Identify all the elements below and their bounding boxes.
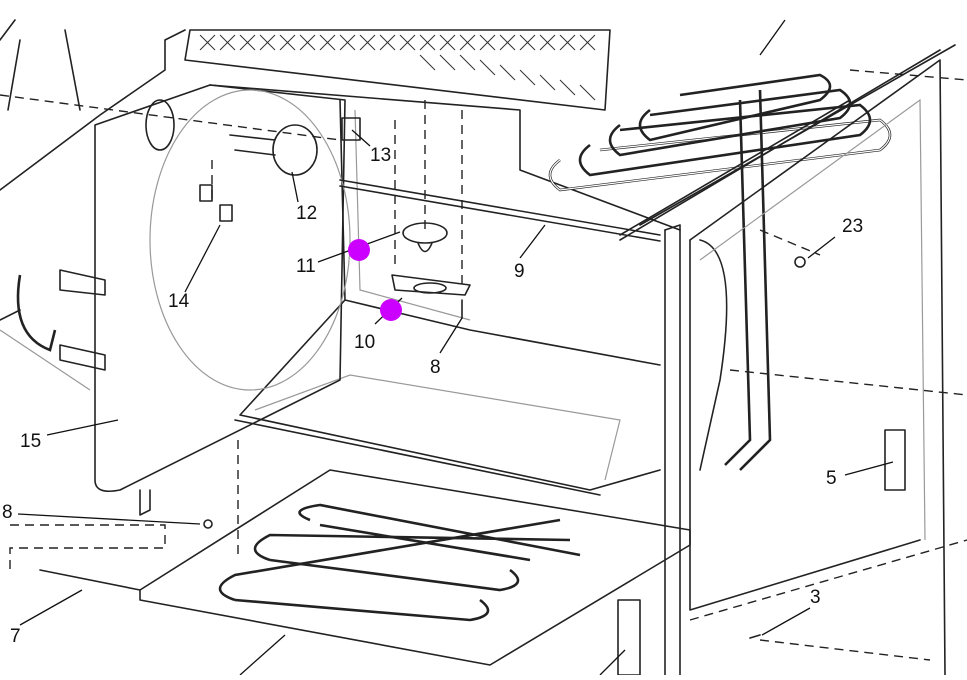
callout-9: 9	[514, 261, 525, 282]
callout-10: 10	[354, 332, 376, 353]
bake-element	[39, 469, 691, 666]
marker-part-10[interactable]	[380, 299, 402, 321]
cabinet-outer-left	[0, 19, 186, 391]
callout-3: 3	[810, 587, 821, 608]
top-insulation-block	[184, 29, 611, 111]
right-heater-tube	[699, 89, 772, 471]
broil-element	[339, 44, 956, 242]
callout-7: 7	[10, 626, 21, 647]
callout-8-upper: 8	[430, 357, 441, 378]
leader-lines	[17, 19, 894, 676]
callout-23: 23	[842, 216, 864, 237]
oven-cavity-back	[209, 84, 681, 496]
callout-8-lower: 8	[2, 502, 13, 523]
dashed-lines	[0, 69, 967, 661]
front-frame-right	[617, 59, 946, 676]
marker-part-11[interactable]	[348, 239, 370, 261]
callout-5: 5	[826, 468, 837, 489]
left-side-panel	[94, 84, 351, 516]
callout-15: 15	[20, 431, 42, 452]
callout-13: 13	[370, 145, 392, 166]
callout-11: 11	[296, 256, 316, 277]
callout-12: 12	[296, 203, 318, 224]
callout-14: 14	[168, 291, 190, 312]
